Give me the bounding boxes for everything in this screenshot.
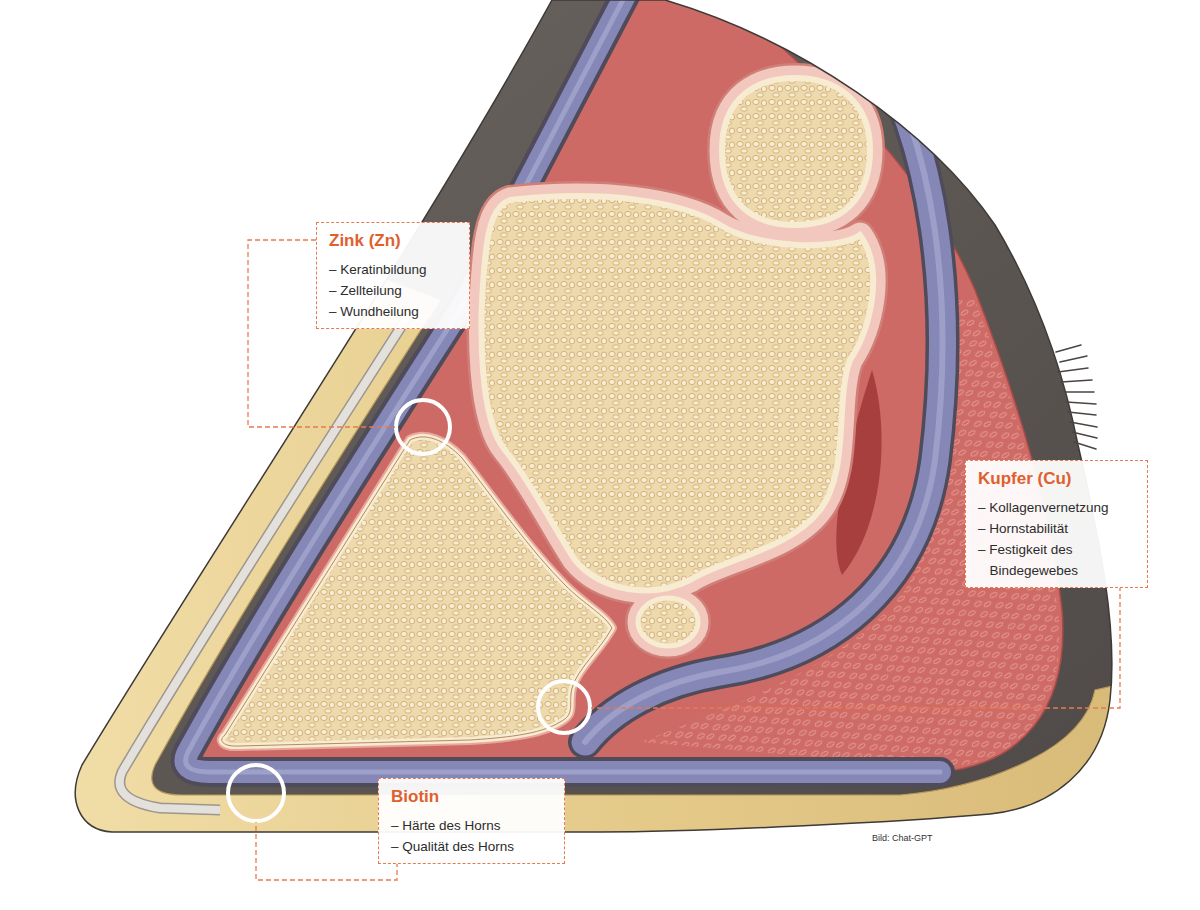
illustration-part (482, 196, 874, 590)
effect-item: – Festigkeit des Bindegewebes (978, 539, 1135, 581)
proximal-phalanx (722, 78, 870, 225)
nutrient-heading: Biotin (391, 785, 552, 809)
laminar-band (186, 0, 940, 772)
illustration-part (722, 78, 870, 225)
effect-item: – Qualität des Horns (391, 836, 552, 857)
navicular-bone (638, 598, 698, 646)
coffin-bone-rim (222, 437, 612, 746)
effect-item: – Kollagenvernetzung (978, 497, 1135, 518)
effect-item: – Härte des Horns (391, 815, 552, 836)
leader-line (256, 822, 397, 880)
middle-phalanx (482, 196, 874, 590)
marker-ring (228, 765, 284, 821)
effect-item: – Wundheilung (329, 301, 457, 322)
nutrient-heading: Zink (Zn) (329, 229, 457, 253)
illustration-part (482, 196, 874, 590)
illustration-part (186, 0, 940, 772)
marker-ring (538, 681, 590, 733)
marker-rings (228, 400, 590, 821)
coffin-bone (222, 437, 612, 746)
hoof-outline (75, 0, 1112, 832)
effect-item: – Zellteilung (329, 280, 457, 301)
bones (222, 78, 873, 746)
illustration-part (638, 598, 698, 646)
nutrient-callout-box: Biotin – Härte des Horns– Qualität des Ho… (378, 778, 565, 864)
leader-line (591, 586, 1120, 708)
illustration-part (186, 0, 940, 772)
nutrient-heading: Kupfer (Cu) (978, 467, 1135, 491)
marker-ring (396, 400, 450, 454)
coronet-hair (1056, 345, 1097, 449)
corium-tissue (186, 0, 1063, 772)
hoof-interior (0, 0, 1140, 900)
nutrient-callout-box: Kupfer (Cu) – Kollagenvernetzung– Hornsta… (965, 460, 1148, 588)
illustration-part (186, 0, 940, 772)
illustration-part (722, 78, 870, 225)
nutrient-callout-box: Zink (Zn) – Keratinbildung– Zellteilung– … (316, 222, 470, 329)
coffin-bone-outline (222, 437, 612, 746)
effect-item: – Hornstabilität (978, 518, 1135, 539)
effect-item: – Keratinbildung (329, 259, 457, 280)
illustration-part (638, 598, 698, 646)
image-credit: Bild: Chat-GPT (872, 833, 933, 844)
